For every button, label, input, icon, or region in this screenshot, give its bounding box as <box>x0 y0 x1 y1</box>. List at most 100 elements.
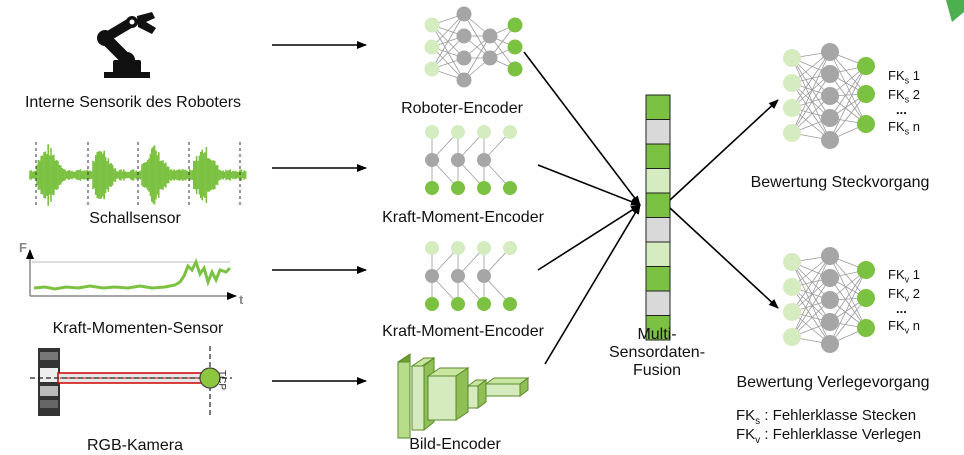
sound-waveform-icon <box>29 142 247 208</box>
legend-sub: v <box>755 435 761 446</box>
class-abbrev: ... <box>896 102 907 117</box>
network-edge <box>829 65 867 141</box>
tcp-label: TCP <box>216 370 227 390</box>
output-label-verlegevorgang: Bewertung Verlegevorgang <box>736 374 930 391</box>
input-label-sound: Schallsensor <box>89 210 181 227</box>
output-class-label: FKs 1 <box>888 68 920 89</box>
legend-text: : Fehlerklasse Stecken <box>760 407 917 424</box>
network-node <box>783 303 801 321</box>
network-node <box>783 124 801 142</box>
network-node <box>424 61 440 77</box>
network-node <box>425 297 439 311</box>
fusion-vector-cell <box>645 241 671 267</box>
fusion-vector-cell <box>645 192 671 218</box>
input-label-robot: Interne Sensorik des Roboters <box>24 94 242 111</box>
network-edge <box>791 286 831 345</box>
network-node <box>783 99 801 117</box>
steckvorgang-classifier-network <box>783 43 875 149</box>
class-sub: v <box>904 293 910 304</box>
network-node <box>821 313 839 331</box>
network-edge <box>791 57 831 119</box>
network-edge <box>431 13 465 70</box>
network-edge <box>463 35 491 81</box>
network-node <box>507 39 523 55</box>
network-node <box>451 241 465 255</box>
network-edge <box>829 65 867 119</box>
network-node <box>857 57 875 75</box>
class-sub: s <box>904 75 910 86</box>
network-edge <box>829 297 867 345</box>
network-edge <box>791 261 831 345</box>
network-node <box>503 297 517 311</box>
network-node <box>456 28 472 44</box>
network-node <box>482 28 498 44</box>
fusion-arrows <box>523 51 641 365</box>
network-edge <box>829 255 867 299</box>
network-node <box>477 241 491 255</box>
class-abbrev: FK <box>888 286 905 301</box>
class-number: n <box>909 119 920 134</box>
network-node <box>821 87 839 105</box>
network-node <box>424 39 440 55</box>
input-arrows <box>272 41 367 385</box>
roboter-encoder-network <box>424 6 523 88</box>
network-edge <box>829 269 867 345</box>
network-node <box>857 289 875 307</box>
network-edge <box>829 73 867 125</box>
fusion-label-line3: Fusion <box>632 362 682 379</box>
network-node <box>425 125 439 139</box>
output-class-label: FKs 2 <box>888 87 920 108</box>
class-sub: v <box>904 274 910 285</box>
legend-item-stecken: FKs : Fehlerklasse Stecken <box>736 407 916 431</box>
network-node <box>503 241 517 255</box>
network-node <box>857 261 875 279</box>
network-node <box>503 181 517 195</box>
network-edge <box>829 51 867 125</box>
encoder-label-kraft-1: Kraft-Moment-Encoder <box>382 209 544 226</box>
network-node <box>482 50 498 66</box>
class-number: n <box>909 318 920 333</box>
network-node <box>857 319 875 337</box>
network-edge <box>829 269 867 323</box>
network-node <box>477 153 491 167</box>
network-node <box>451 153 465 167</box>
class-abbrev: FK <box>888 68 905 83</box>
network-edge <box>829 51 867 95</box>
input-label-camera: RGB-Kamera <box>86 437 184 454</box>
network-node <box>425 181 439 195</box>
corner-accent <box>946 0 964 22</box>
network-node <box>424 17 440 33</box>
network-node <box>783 49 801 67</box>
network-edge <box>791 73 831 134</box>
class-number: 1 <box>909 267 920 282</box>
network-node <box>477 125 491 139</box>
output-class-label: FKs n <box>888 119 920 140</box>
bild-encoder-cnn <box>397 353 530 439</box>
verlegevorgang-classifier-network <box>783 247 875 353</box>
fusion-vector <box>645 94 671 341</box>
encoder-label-kraft-2: Kraft-Moment-Encoder <box>382 323 544 340</box>
robot-arm-icon <box>97 12 156 78</box>
network-node <box>821 43 839 61</box>
kraft-moment-encoder-network-1 <box>425 125 517 195</box>
network-node <box>857 115 875 133</box>
network-edge <box>791 57 831 141</box>
force-axis-x-label: t <box>239 292 244 307</box>
network-node <box>425 269 439 283</box>
fusion-vector-cell <box>645 94 671 120</box>
network-edge <box>791 51 831 134</box>
fusion-vector-cell <box>645 290 671 316</box>
fusion-label: Multi- Sensordaten- Fusion <box>609 326 705 380</box>
network-node <box>503 125 517 139</box>
class-sub: s <box>904 94 910 105</box>
class-sub: v <box>904 325 910 336</box>
output-arrows <box>669 99 779 309</box>
network-edge <box>791 277 831 338</box>
network-edge <box>431 13 465 48</box>
network-edge <box>431 35 465 70</box>
fusion-vector-cell <box>645 143 671 169</box>
network-node <box>783 328 801 346</box>
input-label-force: Kraft-Momenten-Sensor <box>52 320 224 337</box>
legend-item-verlegen: FKv : Fehlerklasse Verlegen <box>736 426 921 450</box>
fusion-vector-cell <box>645 119 671 145</box>
